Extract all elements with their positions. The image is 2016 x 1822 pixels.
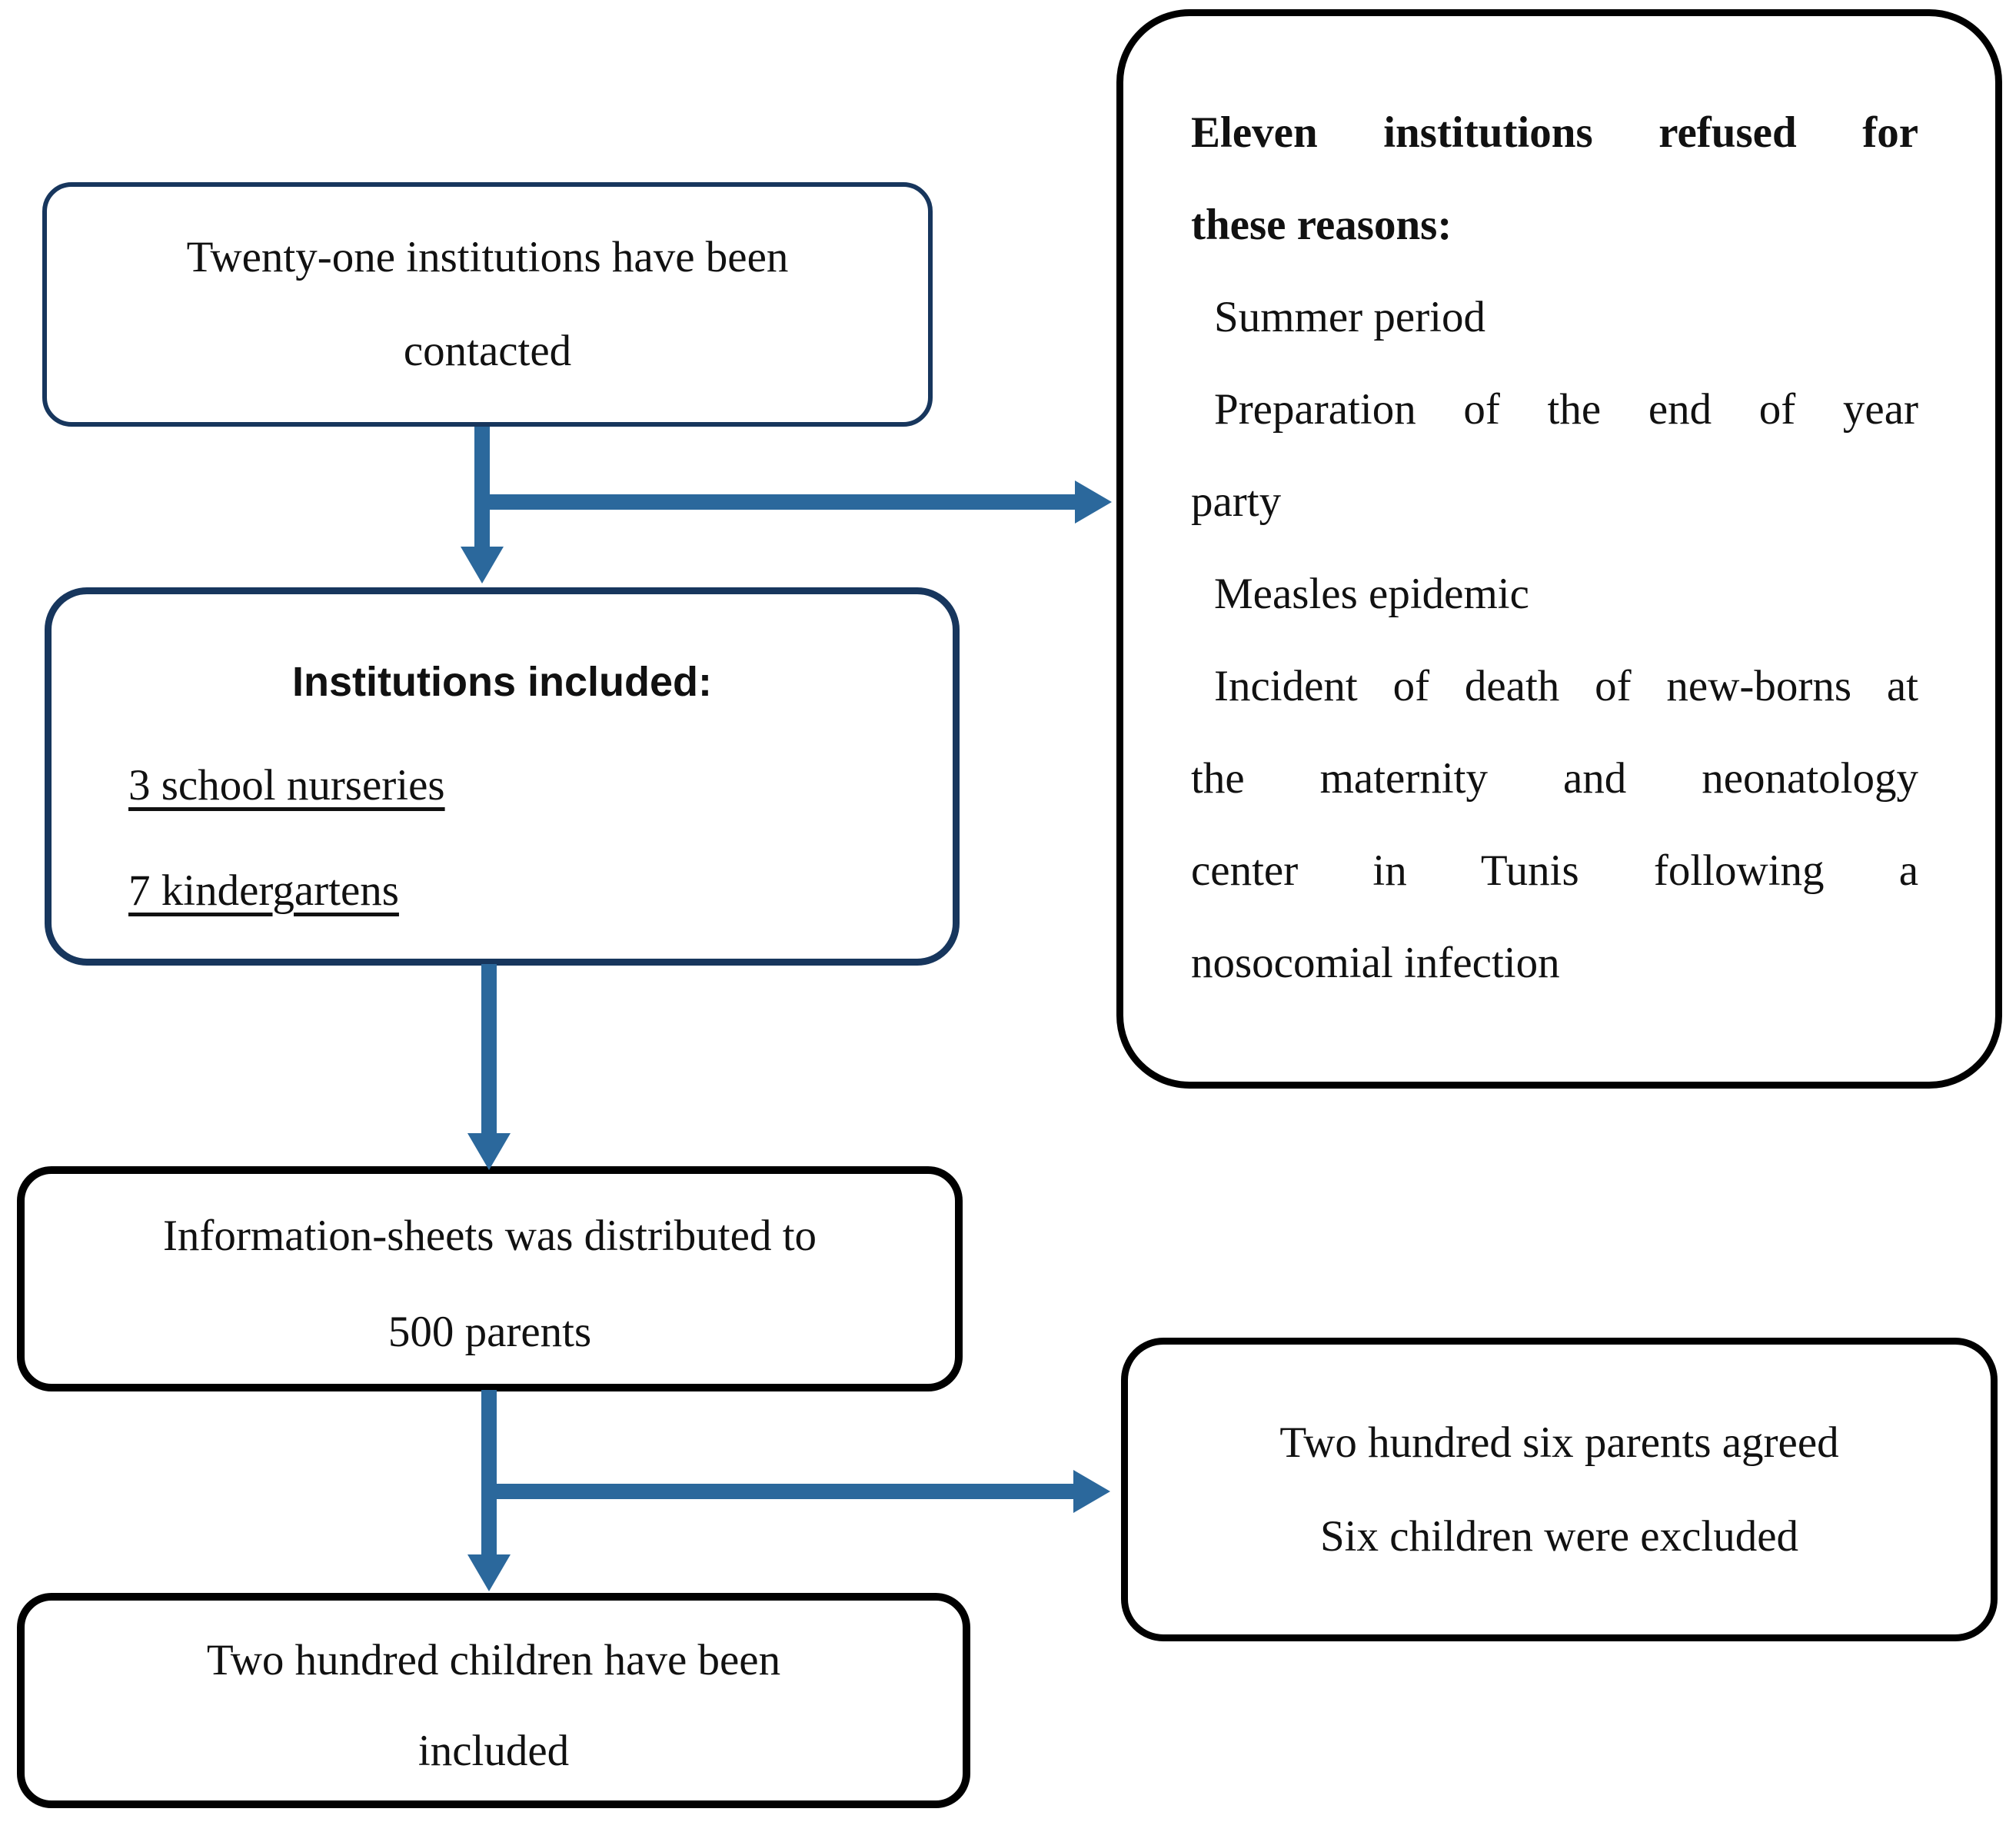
arrow-contacted-to-included-shaft [474, 427, 490, 548]
text-line: Information-sheets was distributed to [162, 1211, 817, 1260]
reason-item: nosocomial infection [1191, 939, 1560, 987]
text-line: contacted [403, 327, 572, 375]
text-line: Twenty-one institutions have been [186, 233, 789, 281]
underlined-item: 3 school nurseries [128, 761, 445, 810]
arrowhead-down-icon [467, 1133, 511, 1170]
text-line: 500 parents [388, 1307, 592, 1356]
text-line: Two hundred six parents agreed [1279, 1418, 1839, 1467]
reason-item: Incident of death of new-borns at [1214, 662, 1918, 710]
node-institutions-refused: Eleven institutions refused for these re… [1116, 9, 2002, 1089]
node-children-included: Two hundred children have been included [17, 1593, 970, 1808]
arrow-sheets-to-children-shaft [481, 1390, 497, 1556]
arrowhead-down-icon [467, 1554, 511, 1591]
arrowhead-right-icon [1075, 480, 1112, 524]
text-line: included [418, 1727, 570, 1775]
reason-item: center in Tunis following a [1191, 846, 1918, 895]
text-line: Six children were excluded [1319, 1511, 1799, 1561]
arrowhead-down-icon [461, 547, 504, 584]
reason-item: Preparation of the end of year [1214, 385, 1918, 434]
reason-item: the maternity and neonatology [1191, 754, 1918, 803]
node-parents-agreed: Two hundred six parents agreed Six child… [1121, 1338, 1998, 1641]
text-line: Two hundred children have been [206, 1636, 781, 1684]
reason-item: Summer period [1214, 293, 1486, 341]
node-heading: Institutions included: [292, 659, 712, 705]
text-line: these reasons: [1191, 201, 1452, 249]
arrowhead-right-icon [1073, 1470, 1110, 1513]
arrow-included-to-sheets-shaft [481, 964, 497, 1135]
node-institutions-contacted: Twenty-one institutions have been contac… [42, 182, 933, 427]
arrow-branch-to-refused-shaft [474, 494, 1076, 510]
node-institutions-included: Institutions included: 3 school nurserie… [45, 587, 960, 966]
reason-item: Measles epidemic [1214, 570, 1529, 618]
arrow-branch-to-agreed-shaft [481, 1484, 1075, 1499]
text-line: Eleven institutions refused for [1191, 108, 1918, 157]
underlined-item: 7 kindergartens [128, 866, 399, 915]
reason-item: party [1191, 477, 1282, 526]
node-information-sheets: Information-sheets was distributed to 50… [17, 1166, 963, 1391]
